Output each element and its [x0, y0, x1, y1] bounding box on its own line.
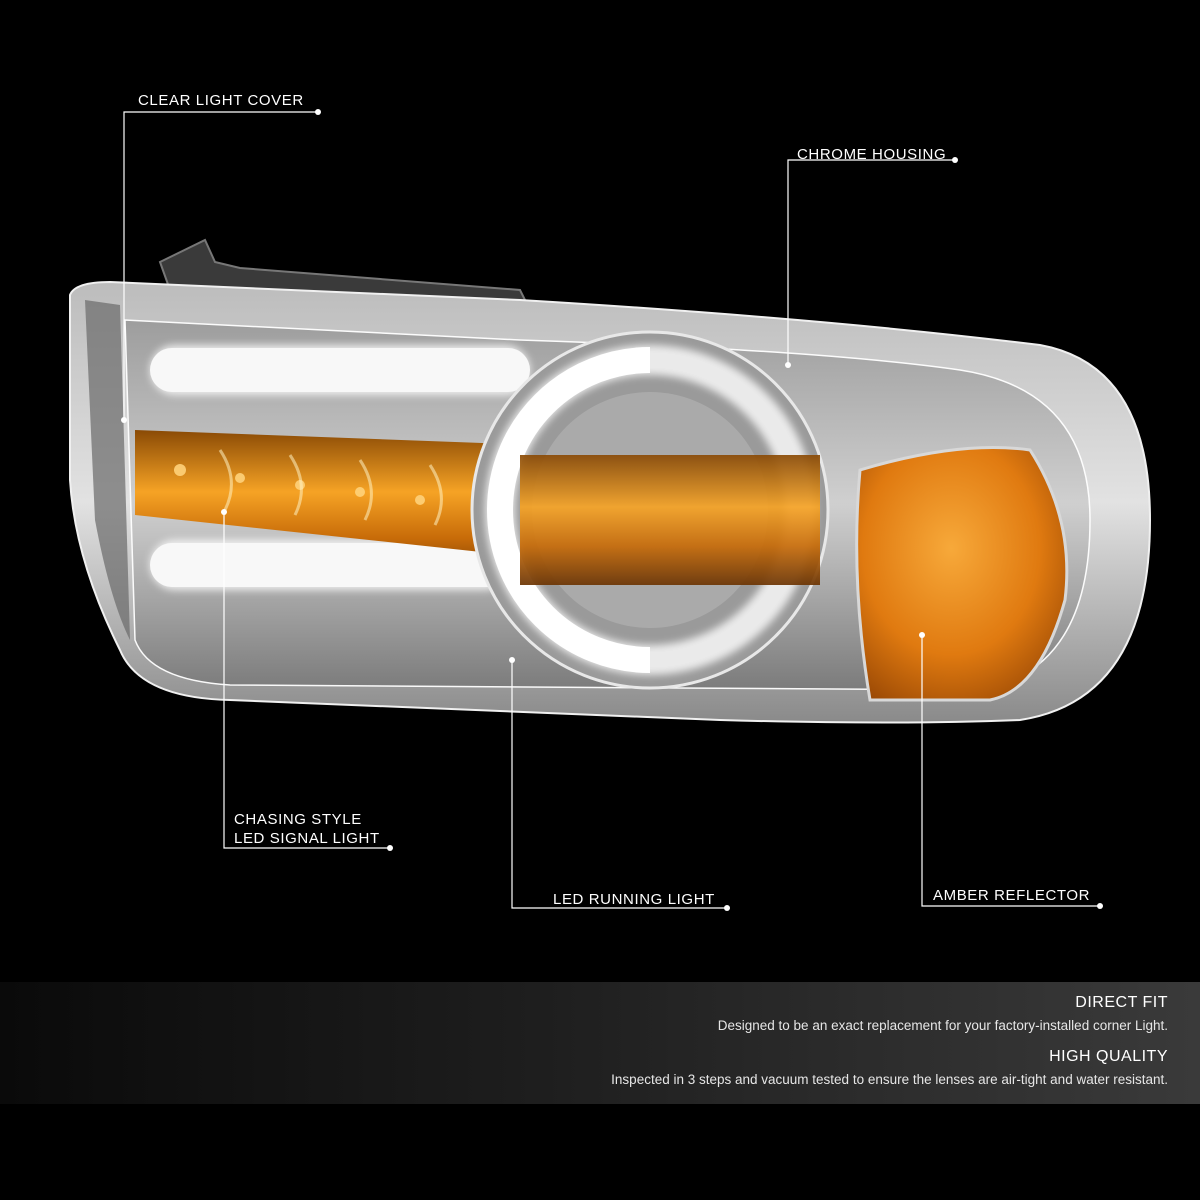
callout-amber-reflector: AMBER REFLECTOR: [933, 887, 1091, 904]
callout-clear-light-cover: CLEAR LIGHT COVER: [138, 92, 304, 109]
feature-text-high-quality: Inspected in 3 steps and vacuum tested t…: [611, 1072, 1168, 1087]
feature-title-direct-fit: DIRECT FIT: [1075, 994, 1168, 1011]
callout-chrome-housing: CHROME HOUSING: [797, 146, 947, 163]
feature-bar: DIRECT FIT Designed to be an exact repla…: [0, 982, 1200, 1104]
feature-title-high-quality: HIGH QUALITY: [1049, 1048, 1168, 1065]
feature-text-direct-fit: Designed to be an exact replacement for …: [717, 1018, 1168, 1033]
callout-chasing-signal-line1: CHASING STYLE: [234, 811, 362, 828]
callout-chasing-signal-line2: LED SIGNAL LIGHT: [234, 830, 380, 847]
callout-led-running-light: LED RUNNING LIGHT: [553, 891, 715, 908]
